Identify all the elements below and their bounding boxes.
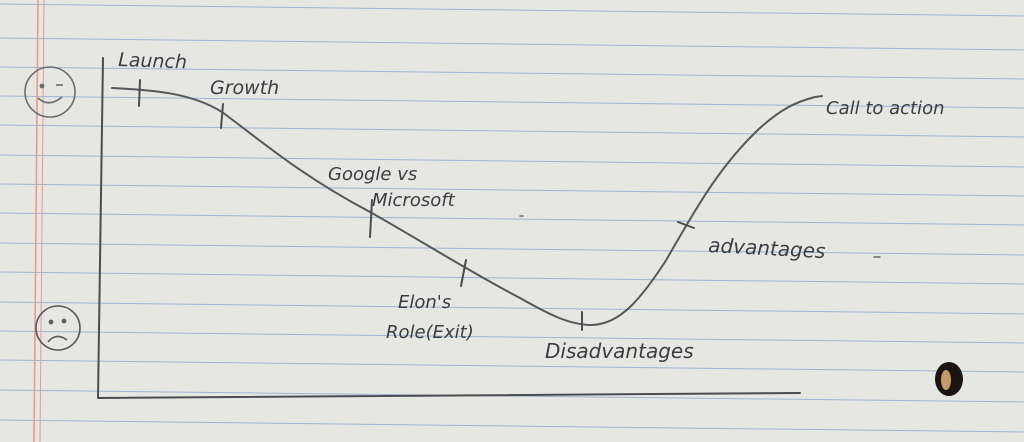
margin-lines: [33, 0, 45, 442]
label-call-to-action: Call to action: [826, 98, 945, 119]
tick-google: [369, 199, 373, 238]
label-google-line1: Google vs: [328, 164, 417, 185]
pencil-marks: [519, 215, 881, 258]
label-google-vs-microsoft: Google vs Microsoft: [328, 164, 456, 211]
label-elon-role: Elon's Role(Exit): [386, 292, 474, 343]
ruled-line: [0, 271, 1024, 285]
ruled-line: [0, 37, 1024, 51]
label-advantages: advantages: [708, 233, 826, 263]
smiley-face-icon: [24, 66, 76, 118]
ruled-line: [0, 154, 1024, 168]
ruled-line: [0, 419, 1024, 433]
tick-advantages: [677, 221, 695, 229]
sad-face-icon: [35, 305, 81, 351]
ruled-line: [0, 242, 1024, 256]
tick-growth: [220, 103, 224, 129]
x-axis: [97, 392, 801, 399]
label-google-line2: Microsoft: [372, 190, 456, 211]
ruled-line: [0, 301, 1024, 315]
ruled-line: [0, 183, 1024, 197]
label-growth: Growth: [210, 77, 279, 99]
label-elon-line2: Role(Exit): [386, 322, 474, 343]
ruled-line: [0, 95, 1024, 109]
y-axis: [97, 57, 104, 399]
label-elon-line1: Elon's: [398, 292, 451, 313]
tick-elon: [460, 259, 467, 287]
milestone-ticks: [138, 79, 695, 331]
ruled-line: [0, 124, 1024, 138]
binder-hole: [935, 362, 963, 396]
label-launch: Launch: [118, 49, 188, 73]
tick-launch: [138, 79, 141, 107]
label-disadvantages: Disadvantages: [545, 339, 694, 363]
ruled-line: [0, 3, 1024, 17]
ruled-line: [0, 66, 1024, 80]
axes: [97, 57, 801, 399]
ruled-line: [0, 359, 1024, 373]
ruled-line: [0, 212, 1024, 226]
ruled-line: [0, 330, 1024, 344]
journey-curve: [111, 87, 823, 327]
